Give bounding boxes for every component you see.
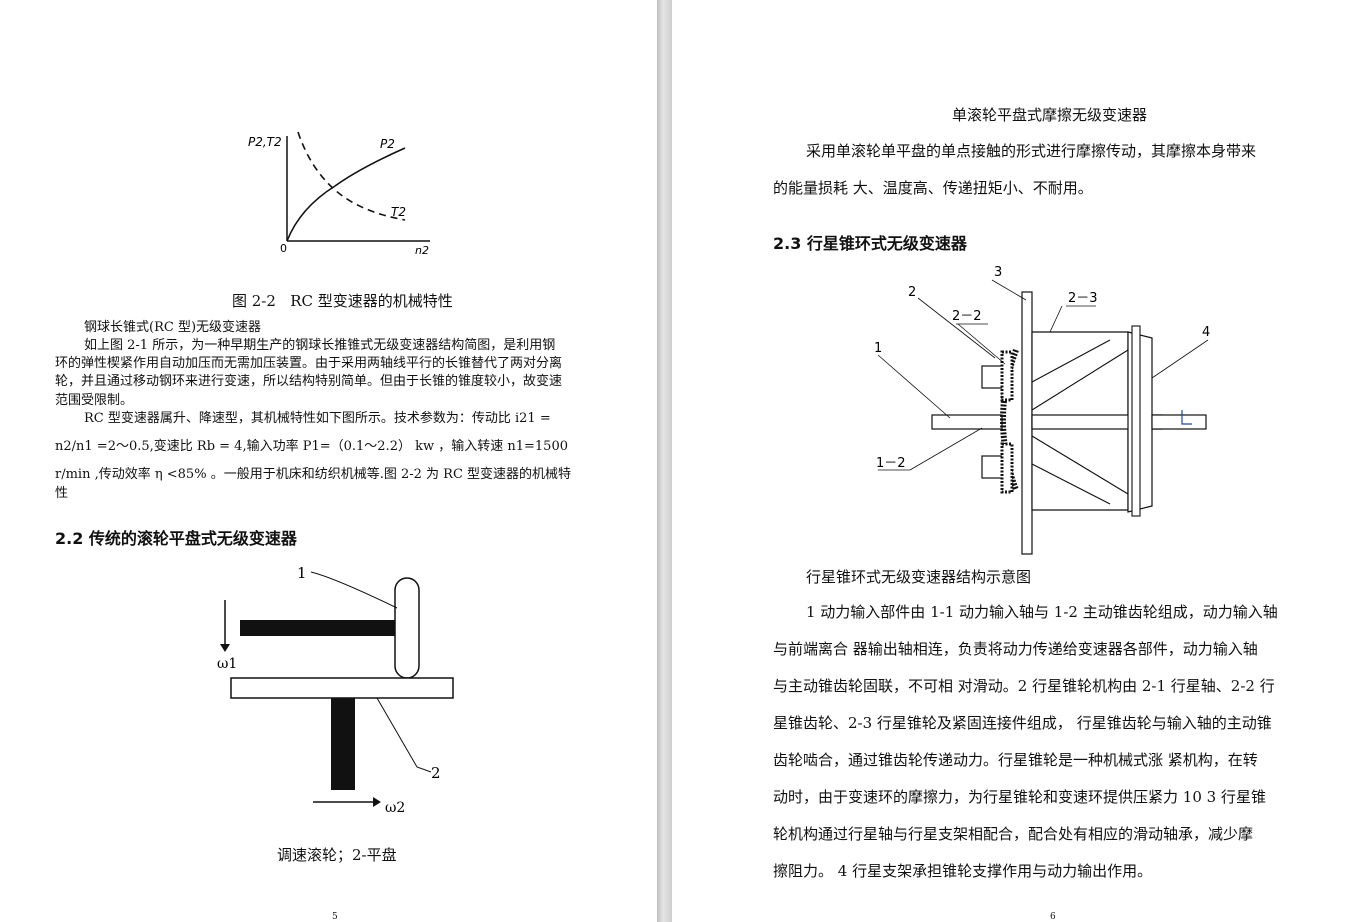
flat-disc: [230, 677, 454, 699]
disc-shaft: [331, 698, 355, 790]
para1-line4: 范围受限制。: [55, 393, 134, 408]
output-shaft: [1151, 414, 1207, 430]
figure-caption-2-3: 行星锥环式无级变速器结构示意图: [806, 568, 1032, 586]
document-page-left: P2,T2 P2 T2 0 n2 图 2-2 RC 型变速器的机械特性 钢球长锥…: [0, 0, 657, 922]
section-heading-2-2: 2.2 传统的滚轮平盘式无级变速器: [55, 529, 297, 548]
para1-line3: 轮，并且通过移动钢环来进行变速，所以结构特别简单。但由于长锥的锥度较小，故变速: [55, 374, 563, 389]
body-line-1: 1 动力输入部件由 1-1 动力输入轴与 1-2 主动锥齿轮组成，动力输入轴: [806, 603, 1278, 621]
page-number-left: 5: [332, 912, 338, 922]
intro-line1: 采用单滚轮单平盘的单点接触的形式进行摩擦传动，其摩擦本身带来: [806, 142, 1257, 160]
para2-line4: 性: [55, 486, 69, 501]
omega1-arrowhead: [220, 644, 230, 652]
label-1: 1: [297, 564, 307, 582]
omega1-label: ω1: [217, 656, 237, 672]
curve-t2: [297, 131, 406, 221]
para1-line1: 如上图 2-1 所示，为一种早期生产的钢球长推锥式无级变速器结构简图，是利用钢: [84, 338, 556, 353]
label-2-3: 2－3: [1068, 291, 1098, 306]
intro-line2: 的能量损耗 大、温度高、传递扭矩小、不耐用。: [773, 179, 1093, 197]
omega2-label: ω2: [385, 800, 405, 816]
leader-line-2: [376, 697, 432, 773]
body-line-2: 与前端离合 器输出轴相连，负责将动力传递给变速器各部件，动力输入轴: [773, 640, 1258, 658]
curve-p2-label: P2: [380, 137, 395, 151]
body-line-8: 擦阻力。 4 行星支架承担锥轮支撑作用与动力输出作用。: [773, 862, 1153, 880]
document-page-right: 单滚轮平盘式摩擦无级变速器 采用单滚轮单平盘的单点接触的形式进行摩擦传动，其摩擦…: [672, 0, 1352, 922]
page-gutter: [657, 0, 672, 922]
label-1-2: 1－2: [876, 456, 906, 471]
support-plate: [1021, 291, 1033, 555]
roller-shaft: [240, 620, 400, 636]
body-line-3: 与主动锥齿轮固联，不可相 对滑动。2 行星锥轮机构由 2-1 行星轴、2-2 行: [773, 677, 1275, 695]
input-shaft: [931, 414, 1003, 430]
paragraph-title: 钢球长锥式(RC 型)无级变速器: [84, 320, 262, 335]
body-line-6: 动时，由于变速环的摩擦力，为行星锥轮和变速环提供压紧力 10 3 行星锥: [773, 788, 1266, 806]
curve-p2: [286, 147, 406, 242]
y-axis-label: P2,T2: [248, 135, 282, 149]
figure-2-2-characteristic-curve: P2,T2 P2 T2 0 n2: [248, 131, 430, 257]
page-number-right: 6: [1050, 912, 1056, 922]
omega2-arrowhead: [373, 797, 381, 807]
label-4: 4: [1202, 325, 1210, 340]
body-line-4: 星锥齿轮、2-3 行星锥轮及紧固连接件组成， 行星锥齿轮与输入轴的主动锥: [773, 714, 1272, 732]
body-line-7: 轮机构通过行星轴与行星支架相配合，配合处有相应的滑动轴承，减少摩: [773, 825, 1254, 843]
label-2: 2: [431, 764, 441, 782]
label-2: 2: [908, 285, 916, 300]
label-1: 1: [874, 341, 882, 356]
leader-line-1: [310, 571, 398, 609]
curve-t2-label: T2: [391, 205, 406, 219]
figure-2-2-caption: 图 2-2 RC 型变速器的机械特性: [232, 292, 453, 310]
section-heading-2-3: 2.3 行星锥环式无级变速器: [773, 234, 967, 253]
para2-line2: n2/n1 =2～0.5,变速比 Rb = 4,输入功率 P1=（0.1～2.2…: [55, 439, 568, 454]
roller-figure-caption: 调速滚轮；2-平盘: [277, 846, 397, 864]
roller-disc-figure: 1 2 ω1 ω2: [217, 564, 454, 816]
x-axis-label: n2: [415, 244, 429, 257]
para1-line2: 环的弹性楔紧作用自动加压而无需加压装置。由于采用两轴线平行的长锥替代了两对分离: [55, 356, 563, 371]
planetary-cone-ring-figure: 1 1－2 2 2－2 3 2－3 4: [874, 265, 1210, 555]
para2-line1: RC 型变速器属升、降速型，其机械特性如下图所示。技术参数为：传动比 i21 =: [84, 411, 551, 426]
label-3: 3: [994, 265, 1002, 280]
right-page-title: 单滚轮平盘式摩擦无级变速器: [952, 106, 1148, 124]
body-line-5: 齿轮啮合，通过锥齿轮传递动力。行星锥轮是一种机械式涨 紧机构，在转: [773, 751, 1258, 769]
label-2-2: 2－2: [952, 309, 982, 324]
para2-line3: r/min ,传动效率 η <85% 。一般用于机床和纺织机械等.图 2-2 为…: [55, 467, 572, 482]
roller-wheel: [394, 577, 420, 679]
origin-label: 0: [280, 242, 287, 255]
